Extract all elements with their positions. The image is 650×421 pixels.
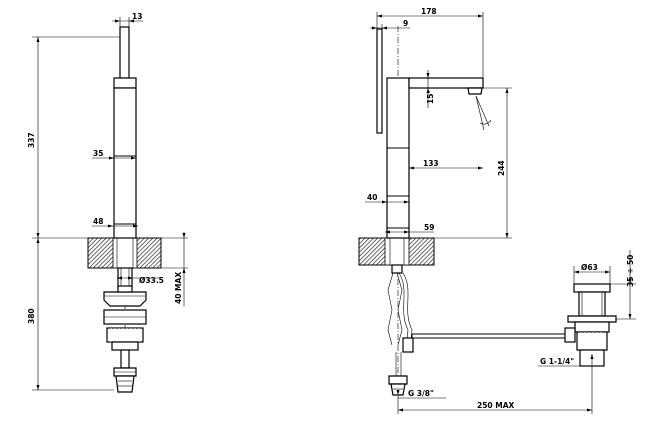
front-thread-ring [106, 327, 144, 343]
dim-side-drain-thread: G 1-1/4" [540, 357, 574, 366]
front-view: 13 337 35 48 380 Ø33.5 40 [27, 12, 188, 393]
side-supply-hose [398, 272, 413, 351]
side-counter-hole [384, 237, 410, 266]
dim-front-below-counter: 380 [27, 308, 36, 324]
dim-front-counter-max: 40 MAX [174, 272, 183, 304]
side-aerator [467, 87, 483, 95]
front-fixing-nut [103, 291, 147, 307]
side-body [386, 77, 410, 239]
dim-side-overall-depth: 178 [421, 7, 437, 16]
side-supply-fitting [388, 375, 408, 385]
dim-side-drain-reach: 250 MAX [477, 401, 515, 410]
front-supply-hose [120, 349, 130, 369]
dim-side-drain-diameter: Ø63 [581, 263, 598, 272]
dim-front-body-diameter: 35 [93, 149, 103, 158]
dim-side-drain-height: 35 ÷ 50 [626, 255, 635, 287]
side-lever [376, 28, 383, 134]
dim-front-base-diameter: 48 [93, 217, 103, 226]
front-counter-hole [112, 237, 138, 269]
dim-side-body-diameter: 40 [367, 193, 377, 202]
front-head [113, 77, 137, 89]
side-view: 178 9 15° 133 244 40 59 [358, 7, 636, 414]
side-spout [408, 77, 484, 89]
side-drain-assembly [564, 283, 617, 367]
front-lever [119, 26, 130, 79]
dim-front-hole-diameter: Ø33.5 [139, 276, 164, 285]
dim-side-spout-reach: 133 [423, 159, 439, 168]
dim-front-overall-height: 337 [27, 132, 36, 148]
dim-side-spout-angle: 15° [426, 90, 435, 104]
front-body [113, 87, 137, 239]
dim-side-supply-thread: G 3/8" [408, 389, 434, 398]
dim-side-lever-width: 9 [403, 19, 408, 28]
side-shank [391, 264, 403, 274]
dim-side-spout-height: 244 [497, 160, 506, 176]
dim-front-lever-width: 13 [132, 12, 142, 21]
dim-side-base-diameter: 59 [424, 223, 434, 232]
